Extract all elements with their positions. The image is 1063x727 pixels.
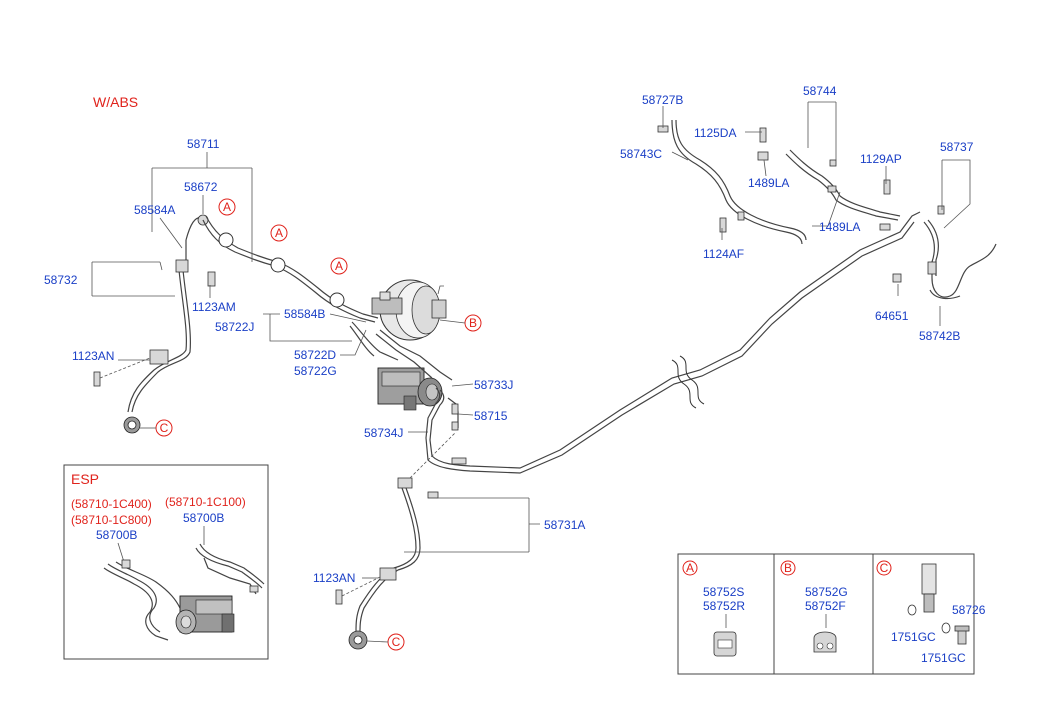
legend-marker-c-label: C — [880, 561, 889, 575]
legend-c-part-2: 1751GC — [891, 630, 936, 644]
marker-a1-label: A — [223, 200, 231, 214]
legend-b-part-1: 58752G — [805, 585, 848, 599]
label-1123AN-top: 1123AN — [72, 349, 114, 363]
label-58722G: 58722G — [294, 364, 337, 378]
hose-clip — [149, 349, 169, 365]
label-58722D: 58722D — [294, 348, 336, 362]
left-front-hose — [93, 214, 216, 434]
label-58672: 58672 — [184, 180, 218, 194]
label-58734J: 58734J — [364, 426, 403, 440]
legend-b-part-2: 58752F — [805, 599, 846, 613]
clip-58752G — [813, 631, 837, 653]
legend-marker-c — [876, 560, 892, 576]
label-58733J: 58733J — [474, 378, 513, 392]
marker-a3-label: A — [335, 259, 343, 273]
bolt-58726 — [957, 629, 967, 645]
marker-a3 — [330, 257, 348, 275]
label-64651: 64651 — [875, 309, 909, 323]
esp-code-3: (58710-1C100) — [165, 495, 246, 509]
label-58742B: 58742B — [919, 329, 960, 343]
rear-brake-lines — [425, 211, 921, 474]
joint-58734J — [451, 457, 467, 465]
esp-inset: ESP (58710-1C400) (58710-1C800) (58710-1… — [63, 464, 269, 660]
rear-lines-upper — [657, 119, 997, 300]
marker-b-label: B — [469, 316, 477, 330]
marker-a2-label: A — [275, 226, 283, 240]
hose-clip-bottom — [379, 567, 397, 581]
brake-booster — [371, 279, 447, 341]
esp-frame — [63, 464, 269, 660]
label-58744: 58744 — [803, 84, 837, 98]
legend-marker-a-label: A — [686, 561, 694, 575]
bolt-1123AN — [93, 371, 101, 387]
hose-end-fitting — [921, 563, 937, 595]
abs-unit — [349, 321, 453, 411]
label-1489LA-2: 1489LA — [819, 220, 860, 234]
legend-a-part-2: 58752R — [703, 599, 745, 613]
reference-markers: A A A B C C — [140, 198, 482, 651]
label-1123AM: 1123AM — [192, 300, 236, 314]
bolt-1123AM — [207, 271, 216, 287]
marker-a2 — [270, 224, 288, 242]
label-58743C: 58743C — [620, 147, 662, 161]
marker-c2-label: C — [392, 635, 401, 649]
label-58737: 58737 — [940, 140, 974, 154]
label-1489LA-1: 1489LA — [748, 176, 789, 190]
part-labels: 58711 58672 58584A 58732 1123AM 1123AN 5… — [44, 84, 974, 585]
legend-marker-a — [682, 560, 698, 576]
marker-a1 — [218, 198, 236, 216]
legend-c-part-1: 58726 — [952, 603, 986, 617]
label-1129AP: 1129AP — [860, 152, 902, 166]
washer-1751GC-2 — [941, 622, 951, 634]
label-1124AF: 1124AF — [703, 247, 744, 261]
label-58727B: 58727B — [642, 93, 683, 107]
leader-lines — [91, 101, 971, 579]
clip-a1 — [218, 232, 234, 248]
legend-frame — [677, 553, 975, 675]
legend-a-part-1: 58752S — [703, 585, 744, 599]
esp-code-2: (58710-1C800) — [71, 513, 152, 527]
clip-a3 — [329, 292, 345, 308]
clip-a2 — [270, 257, 286, 273]
esp-part-left: 58700B — [96, 528, 137, 542]
label-1125DA: 1125DA — [694, 126, 736, 140]
front-brake-lines — [202, 215, 379, 323]
label-58715: 58715 — [474, 409, 508, 423]
esp-code-1: (58710-1C400) — [71, 497, 152, 511]
hose-bracket — [175, 259, 189, 273]
label-58722J: 58722J — [215, 320, 254, 334]
legend-marker-b — [780, 560, 796, 576]
label-58731A: 58731A — [544, 518, 585, 532]
esp-part-right: 58700B — [183, 511, 224, 525]
label-1123AN-bottom: 1123AN — [313, 571, 355, 585]
line-break-mark — [671, 355, 705, 409]
label-58584A: 58584A — [134, 203, 175, 217]
legend-marker-b-label: B — [784, 561, 792, 575]
label-58732: 58732 — [44, 273, 78, 287]
label-58711: 58711 — [187, 137, 220, 151]
legend-table: A 58752S 58752R B 58752G 58752F C 58726 … — [677, 553, 986, 675]
legend-c-part-3: 1751GC — [921, 651, 966, 665]
abs-title: W/ABS — [93, 94, 138, 110]
label-58584B: 58584B — [284, 307, 325, 321]
washer-1751GC-1 — [907, 604, 917, 616]
marker-c1-label: C — [160, 421, 169, 435]
esp-title: ESP — [71, 471, 99, 487]
right-front-hose — [335, 431, 457, 650]
